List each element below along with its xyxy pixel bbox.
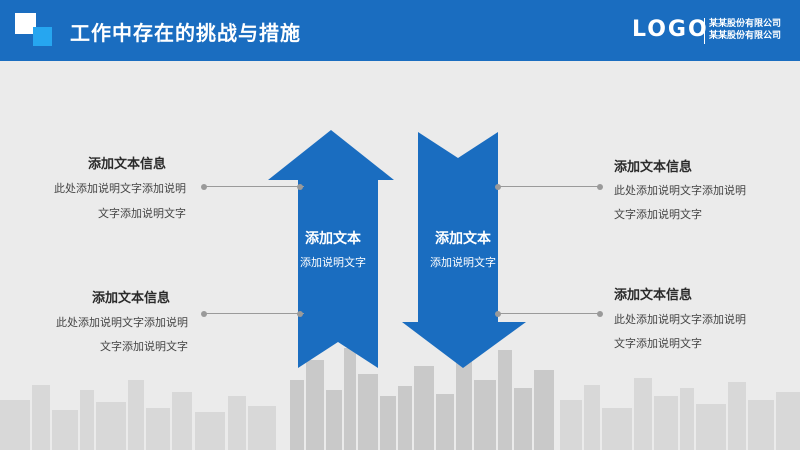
- connector-line-right-top: [498, 186, 598, 187]
- down-arrow-label: 添加文本 添加说明文字: [403, 228, 523, 270]
- slide-title: 工作中存在的挑战与措施: [70, 21, 301, 45]
- connector-dot-right-top: [597, 184, 603, 190]
- connector-dot-left-top: [201, 184, 207, 190]
- connector-dot-left-bottom: [201, 311, 207, 317]
- connector-line-left-top: [204, 186, 304, 187]
- right-top-line2: 文字添加说明文字: [614, 208, 702, 221]
- logo: LOGO: [632, 17, 709, 42]
- connector-dot-right-bottom-start: [495, 311, 501, 317]
- up-arrow-label: 添加文本 添加说明文字: [273, 228, 393, 270]
- left-bottom-line1: 此处添加说明文字添加说明: [56, 316, 188, 329]
- left-bottom-title: 添加文本信息: [92, 291, 171, 306]
- connector-line-left-bottom: [204, 313, 304, 314]
- left-top-line1: 此处添加说明文字添加说明: [54, 182, 186, 195]
- right-top-title: 添加文本信息: [614, 160, 693, 175]
- left-top-line2: 文字添加说明文字: [98, 207, 186, 220]
- header-bar: 工作中存在的挑战与措施 LOGO 某某股份有限公司 某某股份有限公司: [0, 0, 800, 61]
- up-arrow-title: 添加文本: [305, 231, 361, 247]
- logo-squares-icon: [15, 13, 55, 49]
- down-arrow-title: 添加文本: [435, 231, 491, 247]
- blue-square: [33, 27, 52, 46]
- connector-line-right-bottom: [498, 313, 598, 314]
- up-arrow-desc: 添加说明文字: [300, 256, 366, 269]
- down-arrow-desc: 添加说明文字: [430, 256, 496, 269]
- down-arrow-shape: [402, 132, 526, 368]
- company-name-line2: 某某股份有限公司: [709, 31, 782, 41]
- company-name-line1: 某某股份有限公司: [709, 19, 782, 29]
- connector-dot-right-top-start: [495, 184, 501, 190]
- connector-dot-left-top-end: [297, 184, 303, 190]
- city-skyline-image: [0, 348, 800, 450]
- connector-dot-left-bottom-end: [297, 311, 303, 317]
- right-top-line1: 此处添加说明文字添加说明: [614, 184, 746, 197]
- right-bottom-line1: 此处添加说明文字添加说明: [614, 313, 746, 326]
- white-square: [15, 13, 36, 34]
- right-bottom-line2: 文字添加说明文字: [614, 337, 702, 350]
- right-bottom-title: 添加文本信息: [614, 288, 693, 303]
- left-bottom-line2: 文字添加说明文字: [100, 340, 188, 353]
- connector-dot-right-bottom: [597, 311, 603, 317]
- left-top-title: 添加文本信息: [88, 157, 167, 172]
- logo-divider: [704, 18, 705, 44]
